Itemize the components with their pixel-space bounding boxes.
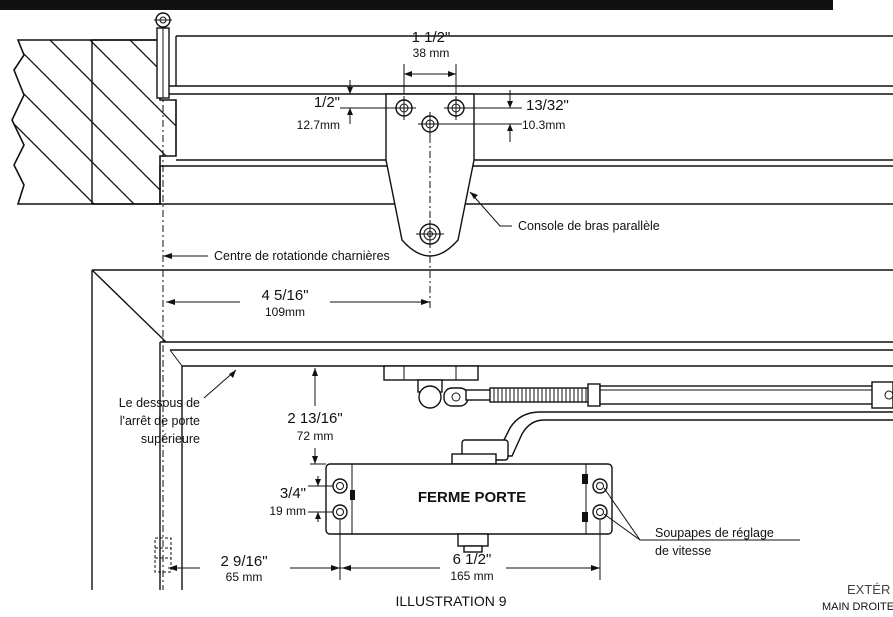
- closer-arm-link: [451, 411, 893, 465]
- hand-label: MAIN DROITE: [822, 601, 893, 612]
- wall-hatching: [12, 40, 176, 204]
- parallel-arm-bracket-text: Console de bras parallèle: [518, 219, 660, 233]
- dim-closer-holes-metric: 19 mm: [269, 504, 306, 518]
- header-bar: [0, 0, 833, 10]
- dim-closer-width-metric: 165 mm: [450, 569, 493, 583]
- wall-section: [11, 39, 177, 205]
- dim-top-spacing: 1 1/2" 38 mm: [176, 29, 893, 94]
- dim-closer-width-imperial: 6 1/2": [453, 551, 492, 568]
- label-parallel-arm-bracket: Console de bras parallèle: [469, 191, 660, 233]
- bracket-hole-left: [392, 96, 416, 120]
- dim-left-offset: 1/2" 12.7mm: [297, 80, 392, 132]
- closer-hole-top-right: [592, 478, 608, 494]
- rod-nut: [587, 383, 601, 407]
- dim-pivot-to-bracket-imperial: 4 5/16": [261, 287, 308, 304]
- label-door-stop: Le dessous de l'arrêt de porte supérieur…: [119, 369, 237, 446]
- closer-hole-bottom-left: [332, 504, 348, 520]
- dim-stop-to-closer-imperial: 2 13/16": [287, 410, 342, 427]
- dim-left-offset-imperial: 1/2": [314, 94, 340, 111]
- dim-right-offset-metric: 10.3mm: [522, 118, 565, 132]
- speed-valves-line1: Soupapes de réglage: [655, 526, 774, 540]
- frame-profile: [91, 35, 893, 205]
- closer-bottom-cap: [457, 533, 489, 547]
- door-frame-lower: [91, 269, 893, 590]
- dim-closer-holes-imperial: 3/4": [280, 485, 306, 502]
- door-stop-line3: supérieure: [141, 432, 200, 446]
- rod-threads: [493, 388, 587, 402]
- closer-name: FERME PORTE: [418, 489, 526, 506]
- dim-closer-width: 6 1/2" 165 mm: [340, 520, 601, 583]
- dim-pivot-to-bracket: 4 5/16" 109mm: [166, 287, 430, 319]
- dim-stop-to-closer-metric: 72 mm: [297, 429, 334, 443]
- main-arm: [599, 385, 881, 405]
- bracket-hole-center: [418, 112, 442, 136]
- threaded-rod: [489, 387, 591, 403]
- parallel-arm-bracket: [385, 93, 475, 310]
- closer-hole-bottom-right: [592, 504, 608, 520]
- forearm-rod: [465, 381, 893, 409]
- dim-right-offset-imperial: 13/32": [526, 97, 569, 114]
- dim-right-offset: 13/32" 10.3mm: [442, 90, 569, 142]
- dim-closer-holes: 3/4" 19 mm: [269, 476, 333, 522]
- exterior-label: EXTÉR: [847, 582, 890, 597]
- dim-hinge-to-closer-metric: 65 mm: [226, 570, 263, 584]
- door-stop-line1: Le dessous de: [119, 396, 200, 410]
- bracket-hole-right: [444, 96, 468, 120]
- closer-hole-top-left: [332, 478, 348, 494]
- lower-hinge: [154, 537, 172, 573]
- arm-shoe: [383, 365, 479, 409]
- dim-top-spacing-metric: 38 mm: [413, 46, 450, 60]
- figure-title: ILLUSTRATION 9: [396, 593, 507, 609]
- dim-pivot-to-bracket-metric: 109mm: [265, 305, 305, 319]
- door-closer-body: FERME PORTE: [325, 463, 613, 553]
- dim-stop-to-closer: 2 13/16" 72 mm: [287, 368, 343, 465]
- hinge-center-text: Centre de rotationde charnières: [214, 249, 390, 263]
- dim-left-offset-metric: 12.7mm: [297, 118, 340, 132]
- label-hinge-center: Centre de rotationde charnières: [163, 249, 390, 263]
- dim-hinge-to-closer-imperial: 2 9/16": [220, 553, 267, 570]
- speed-valves-line2: de vitesse: [655, 544, 711, 558]
- dim-hinge-to-closer: 2 9/16" 65 mm: [168, 520, 341, 584]
- door-stop-line2: l'arrêt de porte: [120, 414, 200, 428]
- dim-top-spacing-imperial: 1 1/2": [412, 29, 451, 46]
- label-speed-valves: Soupapes de réglage de vitesse: [603, 487, 800, 558]
